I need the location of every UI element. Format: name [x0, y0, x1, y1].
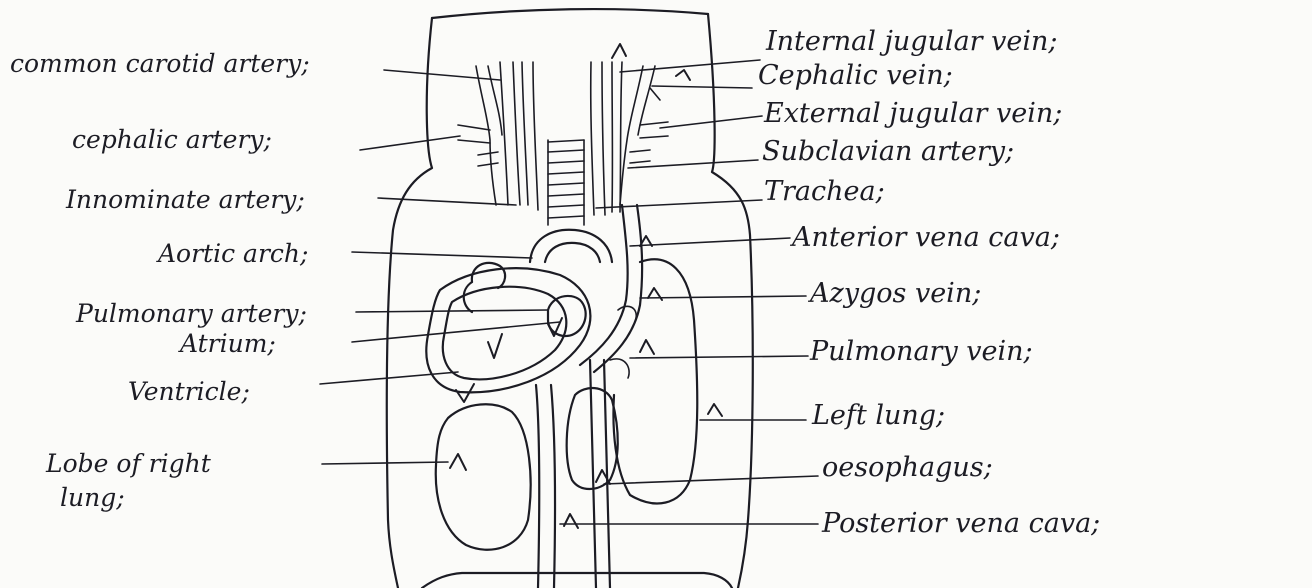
- label-oesophagus: oesophagus;: [822, 452, 993, 483]
- label-lobe-of-right-lung-1: Lobe of right: [45, 449, 212, 478]
- label-anterior-vena-cava: Anterior vena cava;: [789, 222, 1060, 253]
- label-external-jugular-vein: External jugular vein;: [763, 98, 1062, 129]
- label-pulmonary-artery: Pulmonary artery;: [75, 299, 307, 328]
- label-ventricle: Ventricle;: [128, 377, 250, 406]
- neck-vessels: [458, 62, 668, 215]
- aorta-and-venae-cavae: [530, 205, 642, 588]
- label-common-carotid-artery: common carotid artery;: [10, 49, 310, 78]
- label-posterior-vena-cava: Posterior vena cava;: [821, 508, 1100, 539]
- left-labels: common carotid artery; cephalic artery; …: [10, 49, 310, 512]
- label-azygos-vein: Azygos vein;: [807, 278, 981, 309]
- body-outline: [387, 9, 753, 588]
- label-left-lung: Left lung;: [811, 400, 945, 431]
- label-pulmonary-vein: Pulmonary vein;: [809, 336, 1033, 367]
- label-subclavian-artery: Subclavian artery;: [762, 136, 1014, 167]
- tick-marks: [450, 44, 722, 528]
- label-atrium: Atrium;: [178, 329, 276, 358]
- label-cephalic-vein: Cephalic vein;: [758, 60, 953, 91]
- right-labels: Internal jugular vein; Cephalic vein; Ex…: [758, 26, 1100, 539]
- label-lobe-of-right-lung-2: lung;: [60, 483, 125, 512]
- label-internal-jugular-vein: Internal jugular vein;: [765, 26, 1058, 57]
- trachea-rings: [548, 140, 584, 225]
- label-trachea: Trachea;: [764, 176, 885, 207]
- label-cephalic-artery: cephalic artery;: [72, 125, 272, 154]
- label-innominate-artery: Innominate artery;: [65, 185, 305, 214]
- lungs: [436, 259, 698, 549]
- label-aortic-arch: Aortic arch;: [156, 239, 308, 268]
